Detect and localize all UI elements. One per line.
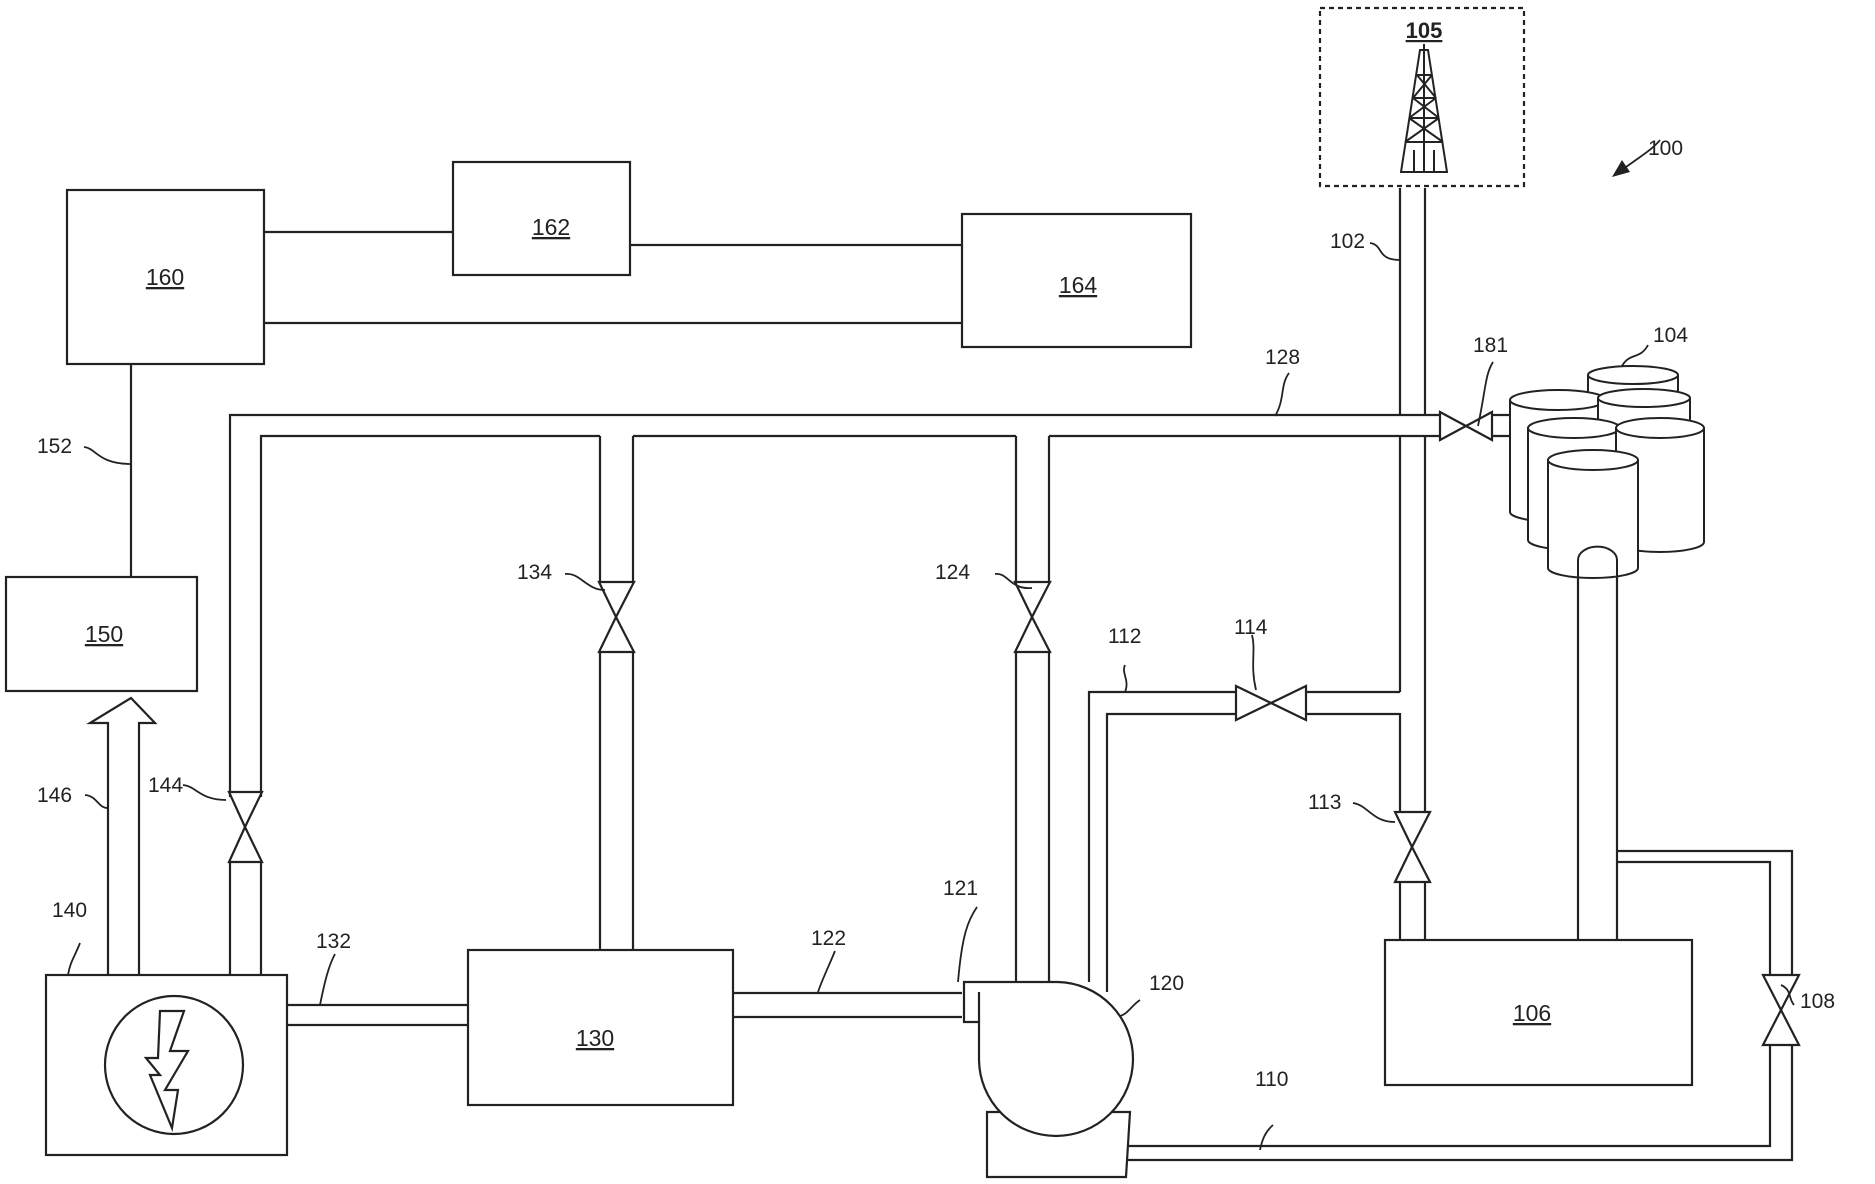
ref-146: 146 — [37, 784, 72, 807]
box-label-164: 164 — [1059, 272, 1098, 298]
device-162: 162 — [453, 162, 630, 275]
box-label-105: 105 — [1406, 18, 1443, 43]
ref-121: 121 — [943, 877, 978, 900]
unit-150: 150 — [6, 577, 197, 691]
ref-132: 132 — [316, 930, 351, 953]
box-label-162: 162 — [532, 214, 570, 240]
unit-130: 130 — [468, 950, 733, 1105]
box-label-106: 106 — [1513, 1000, 1551, 1026]
valve-114 — [1236, 686, 1306, 720]
ref-128: 128 — [1265, 346, 1300, 369]
ref-104: 104 — [1653, 324, 1688, 347]
generator-140 — [46, 975, 287, 1155]
ref-152: 152 — [37, 435, 72, 458]
box-label-150: 150 — [85, 621, 123, 647]
ref-102: 102 — [1330, 230, 1365, 253]
ref-120: 120 — [1149, 972, 1184, 995]
controller-160: 160 — [67, 190, 264, 364]
valve-181 — [1440, 412, 1492, 440]
valve-113 — [1395, 812, 1430, 882]
ref-122: 122 — [811, 927, 846, 950]
ref-100: 100 — [1648, 137, 1683, 160]
wellhead-105: 105 — [1320, 8, 1524, 186]
centrifugal-pump-icon — [964, 982, 1133, 1177]
device-164: 164 — [962, 214, 1191, 347]
ref-108: 108 — [1800, 990, 1835, 1013]
energy-arrow-146 — [90, 698, 155, 975]
ref-113: 113 — [1308, 791, 1341, 814]
box-label-160: 160 — [146, 264, 184, 290]
ref-181: 181 — [1473, 334, 1508, 357]
ref-144: 144 — [148, 774, 183, 797]
storage-tanks-icon — [1510, 366, 1704, 580]
valve-134 — [599, 582, 634, 652]
tank-106: 106 — [1385, 940, 1692, 1085]
valve-124 — [1015, 582, 1050, 652]
ref-114: 114 — [1234, 616, 1268, 639]
ref-110: 110 — [1255, 1068, 1288, 1091]
valve-144 — [229, 792, 262, 862]
ref-112: 112 — [1108, 625, 1141, 648]
ref-134: 134 — [517, 561, 552, 584]
ref-124: 124 — [935, 561, 970, 584]
box-label-130: 130 — [576, 1025, 614, 1051]
ref-140: 140 — [52, 899, 87, 922]
